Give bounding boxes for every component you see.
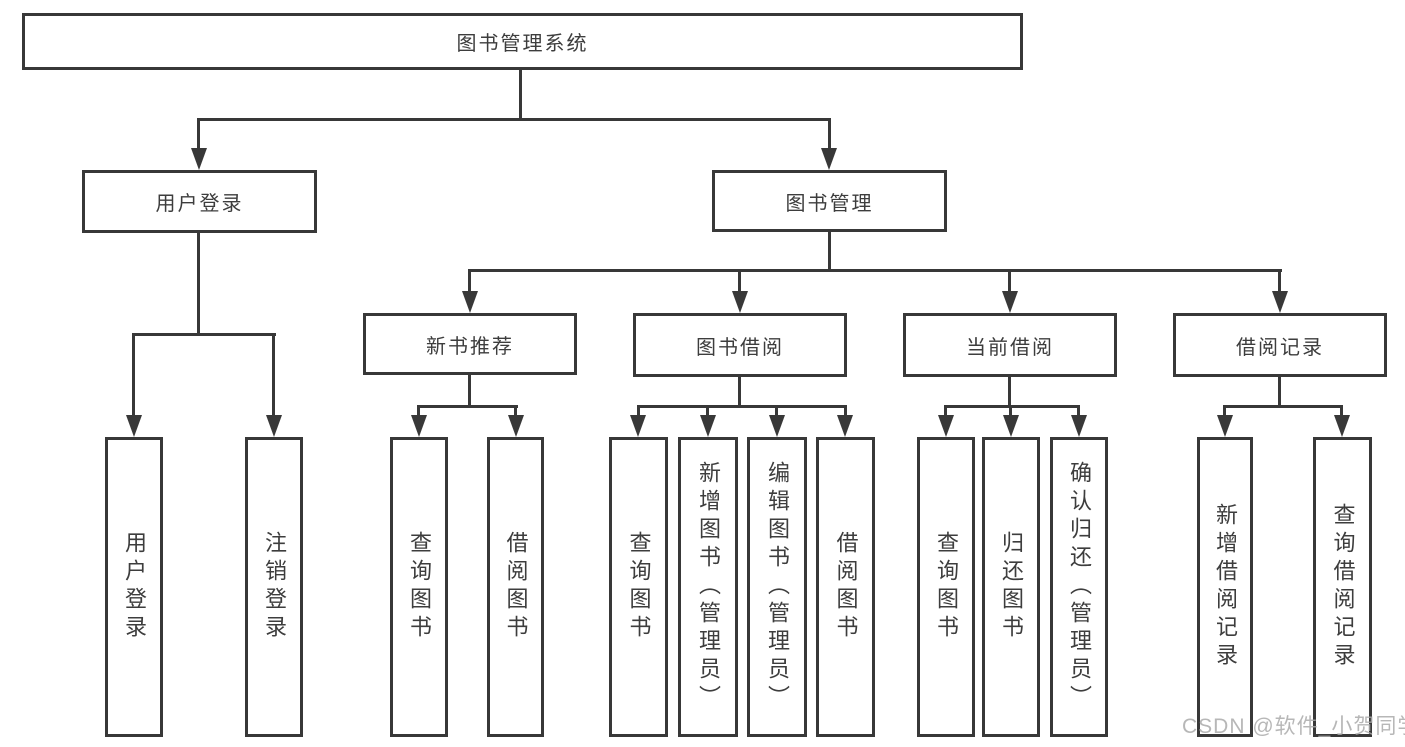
connector (1077, 405, 1080, 417)
arrowhead-icon (1002, 291, 1018, 313)
leaf-borrow-edit-books-admin: 编辑图书（管理员） (747, 437, 807, 737)
connector (946, 405, 1080, 408)
node-current-borrow: 当前借阅 (903, 313, 1117, 377)
arrowhead-icon (1003, 415, 1019, 437)
connector (828, 232, 831, 272)
arrowhead-icon (266, 415, 282, 437)
connector (1278, 377, 1281, 408)
arrowhead-icon (191, 148, 207, 170)
connector (1225, 405, 1343, 408)
leaf-current-query-books: 查询图书 (917, 437, 975, 737)
arrowhead-icon (1217, 415, 1233, 437)
connector (519, 70, 522, 120)
connector (944, 405, 947, 417)
leaf-current-return-books: 归还图书 (982, 437, 1040, 737)
node-borrow-record: 借阅记录 (1173, 313, 1387, 377)
arrowhead-icon (938, 415, 954, 437)
connector (197, 233, 200, 335)
arrowhead-icon (508, 415, 524, 437)
connector (1008, 269, 1011, 293)
connector (132, 333, 135, 417)
leaf-record-query-borrow-record: 查询借阅记录 (1313, 437, 1372, 737)
arrowhead-icon (126, 415, 142, 437)
watermark: CSDN @软件_小贺同学 (1182, 715, 1405, 738)
arrowhead-icon (821, 148, 837, 170)
connector (470, 269, 1282, 272)
connector (775, 405, 778, 417)
connector (468, 269, 471, 293)
leaf-borrow-query-books: 查询图书 (609, 437, 668, 737)
arrowhead-icon (411, 415, 427, 437)
connector (828, 118, 831, 150)
connector (738, 377, 741, 408)
leaf-user-login: 用户登录 (105, 437, 163, 737)
leaf-borrow-borrow-books: 借阅图书 (816, 437, 875, 737)
node-user-login: 用户登录 (82, 170, 317, 233)
connector (419, 405, 518, 408)
arrowhead-icon (700, 415, 716, 437)
arrowhead-icon (462, 291, 478, 313)
connector (1223, 405, 1226, 417)
arrowhead-icon (630, 415, 646, 437)
connector (514, 405, 517, 417)
leaf-borrow-add-books-admin: 新增图书（管理员） (678, 437, 738, 737)
connector (706, 405, 709, 417)
connector (738, 269, 741, 293)
connector (468, 375, 471, 408)
connector (844, 405, 847, 417)
arrowhead-icon (1071, 415, 1087, 437)
connector (637, 405, 640, 417)
connector (197, 118, 831, 121)
node-new-book-recommend: 新书推荐 (363, 313, 577, 375)
connector (1009, 405, 1012, 417)
connector (1340, 405, 1343, 417)
node-book-borrow: 图书借阅 (633, 313, 847, 377)
connector (417, 405, 420, 417)
leaf-current-confirm-return-admin: 确认归还（管理员） (1050, 437, 1108, 737)
node-book-management: 图书管理 (712, 170, 947, 232)
leaf-user-logout: 注销登录 (245, 437, 303, 737)
arrowhead-icon (769, 415, 785, 437)
connector (197, 118, 200, 150)
leaf-newbook-query-books: 查询图书 (390, 437, 448, 737)
node-root: 图书管理系统 (22, 13, 1023, 70)
connector (133, 333, 276, 336)
leaf-record-add-borrow-record: 新增借阅记录 (1197, 437, 1253, 737)
leaf-newbook-borrow-books: 借阅图书 (487, 437, 544, 737)
connector (1008, 377, 1011, 408)
connector (638, 405, 847, 408)
arrowhead-icon (1334, 415, 1350, 437)
connector (1278, 269, 1281, 293)
arrowhead-icon (837, 415, 853, 437)
connector (272, 333, 275, 417)
arrowhead-icon (732, 291, 748, 313)
arrowhead-icon (1272, 291, 1288, 313)
